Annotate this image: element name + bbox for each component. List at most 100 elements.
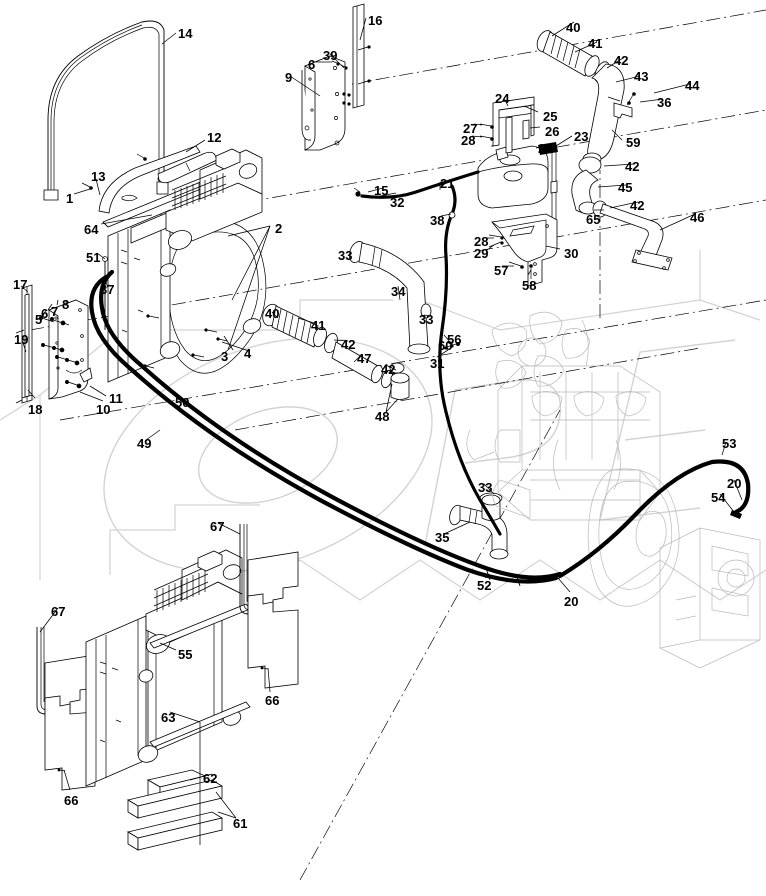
callout-66_b: 66: [64, 793, 79, 808]
callout-56: 56: [447, 332, 462, 347]
callout-46: 46: [690, 210, 705, 225]
part-53-hose: [557, 459, 751, 579]
callout-47: 47: [357, 351, 372, 366]
callout-2: 2: [275, 221, 283, 236]
callout-9: 9: [285, 70, 293, 85]
part-30-shield: [488, 213, 558, 287]
callout-33_b: 33: [419, 312, 434, 327]
callout-20_b: 20: [564, 594, 579, 609]
callout-48: 48: [375, 409, 390, 424]
callout-53: 53: [722, 436, 737, 451]
callout-18: 18: [28, 402, 43, 417]
callout-28_a: 28: [461, 133, 476, 148]
callout-7: 7: [51, 304, 59, 319]
callout-65: 65: [586, 212, 601, 227]
callout-42_a: 42: [614, 53, 629, 68]
part-45-46-pipe: [571, 156, 673, 271]
callout-8: 8: [62, 297, 70, 312]
callout-39: 39: [323, 48, 338, 63]
callout-37: 37: [100, 282, 115, 297]
callout-33_a: 33: [338, 248, 353, 263]
callout-41_top: 41: [588, 36, 603, 51]
callout-29: 29: [474, 246, 489, 261]
callout-16: 16: [368, 13, 383, 28]
part-21-hose: [353, 170, 502, 536]
callout-57: 57: [494, 263, 509, 278]
leader-lines: [20, 17, 743, 845]
callout-62: 62: [203, 771, 218, 786]
callout-44: 44: [685, 78, 700, 93]
part-66-panel-left: [44, 654, 96, 791]
callout-54: 54: [711, 490, 726, 505]
callout-63: 63: [161, 710, 176, 725]
callout-59: 59: [626, 135, 641, 150]
callout-38: 38: [430, 213, 445, 228]
callout-30: 30: [564, 246, 579, 261]
callout-67_a: 67: [210, 519, 225, 534]
part-31-56-60-fasteners: [443, 341, 460, 350]
callout-43: 43: [634, 69, 649, 84]
callout-4: 4: [244, 346, 252, 361]
callout-50: 50: [175, 395, 190, 410]
callout-58: 58: [522, 278, 537, 293]
callout-14: 14: [178, 26, 193, 41]
part-17-18-19-plates: [15, 284, 33, 404]
callout-32: 32: [390, 195, 405, 210]
callout-6: 6: [308, 57, 316, 72]
callout-24: 24: [495, 91, 510, 106]
part-40-41-lower-hose: [262, 303, 410, 400]
callout-35: 35: [435, 530, 450, 545]
callout-40_b: 40: [265, 306, 280, 321]
part-14-hose-loop: [43, 20, 169, 201]
callout-45: 45: [618, 180, 633, 195]
callout-49: 49: [137, 436, 152, 451]
callout-3: 3: [221, 349, 229, 364]
callout-64: 64: [84, 222, 99, 237]
callout-33_c: 33: [478, 480, 493, 495]
callout-40_top: 40: [566, 20, 581, 35]
callout-60: 60: [438, 338, 453, 353]
part-34-hose: [348, 241, 432, 355]
callout-27: 27: [463, 121, 478, 136]
callout-42_d: 42: [341, 337, 356, 352]
callout-12: 12: [207, 130, 222, 145]
part-2-radiator-shroud-assembly: [107, 148, 267, 383]
callout-55: 55: [178, 647, 193, 662]
callout-17: 17: [13, 277, 28, 292]
callout-10: 10: [96, 402, 111, 417]
callout-42_e: 42: [381, 362, 396, 377]
callout-28_b: 28: [474, 234, 489, 249]
callout-6_b: 6: [41, 306, 49, 321]
lower-radiator-assembly: [36, 524, 299, 851]
callout-42_c: 42: [630, 198, 645, 213]
callout-34: 34: [391, 284, 406, 299]
callout-1: 1: [66, 191, 74, 206]
part-16-plate: [352, 3, 371, 109]
callout-42_b: 42: [625, 159, 640, 174]
callout-41_b: 41: [311, 318, 326, 333]
callout-25: 25: [543, 109, 558, 124]
part-37-49-50-hoses: [89, 269, 563, 587]
callout-21: 21: [440, 176, 455, 191]
callout-23: 23: [574, 129, 589, 144]
callout-51: 51: [86, 250, 101, 265]
callout-67_b: 67: [51, 604, 66, 619]
callout-11: 11: [109, 391, 123, 406]
callout-52: 52: [477, 578, 492, 593]
callout-36: 36: [657, 95, 672, 110]
callout-5: 5: [35, 312, 43, 327]
engine-ghost-assembly: [466, 311, 761, 669]
callout-19: 19: [14, 332, 29, 347]
callout-61: 61: [233, 816, 248, 831]
callout-31: 31: [430, 356, 445, 371]
part-22-expansion-tank: [477, 96, 558, 228]
callout-26: 26: [545, 124, 560, 139]
part-66-panel-right: [247, 551, 299, 689]
callout-15: 15: [374, 183, 389, 198]
callout-20_a: 20: [727, 476, 742, 491]
callout-66_a: 66: [265, 693, 280, 708]
part-bracket-fastener-group: [39, 299, 93, 400]
